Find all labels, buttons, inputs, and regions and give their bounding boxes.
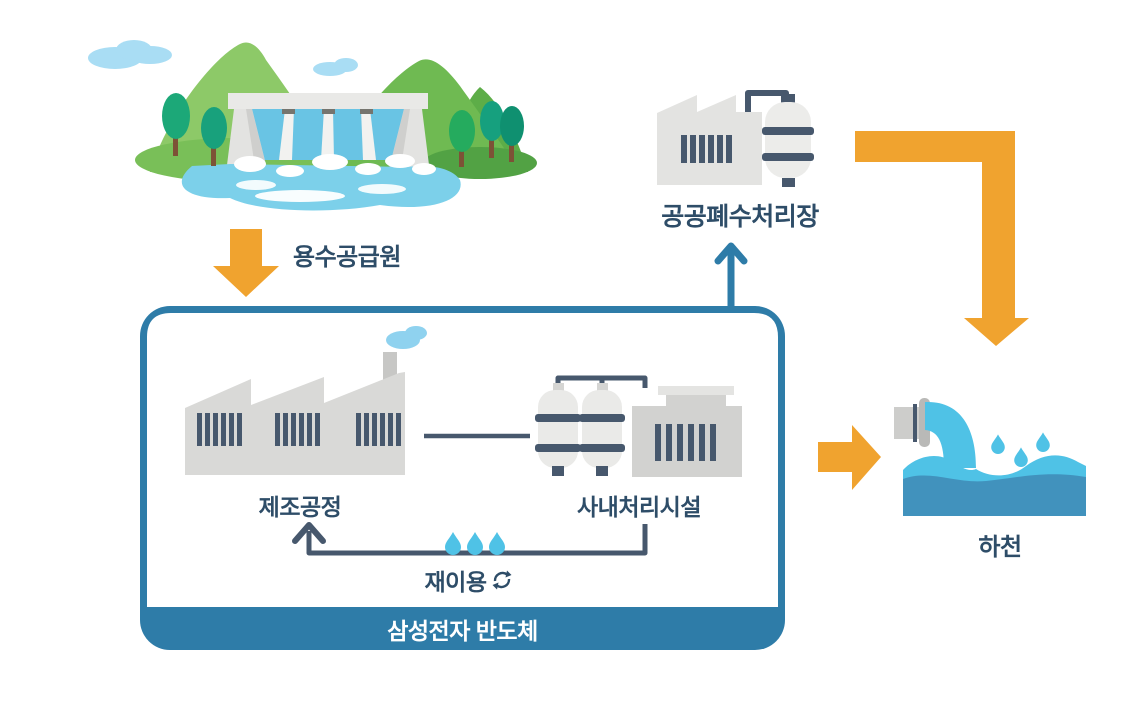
reuse-flow	[292, 522, 648, 556]
factory-icon	[185, 326, 427, 475]
cloud-icon	[88, 40, 358, 76]
recycle-icon	[492, 570, 512, 590]
samsung-box	[140, 306, 785, 650]
water-source-label: 용수공급원	[293, 244, 401, 271]
river-outfall-icon	[894, 398, 1086, 516]
foam	[234, 154, 436, 177]
right-arrow-icon	[818, 425, 881, 490]
wastewater-plant-icon	[657, 90, 814, 187]
up-arrow-icon	[714, 242, 748, 309]
plant-windows	[681, 135, 732, 163]
public-wastewater-plant-label: 공공폐수처리장	[661, 203, 819, 231]
grass-mound-right	[423, 147, 537, 179]
down-arrow-icon	[213, 229, 279, 297]
reuse-label-text: 재이용	[424, 569, 487, 595]
reuse-arrowhead	[292, 522, 326, 544]
treatment-windows	[655, 424, 716, 461]
splash-drops-icon	[991, 432, 1050, 467]
samsung-semiconductor-label: 삼성전자 반도체	[387, 618, 538, 644]
water-drops-icon	[445, 532, 505, 555]
river-label: 하천	[978, 534, 1022, 561]
reuse-label: 재이용	[402, 563, 537, 597]
manufacturing-process-label: 제조공정	[258, 494, 342, 520]
dam-water	[181, 164, 461, 211]
onsite-treatment-label: 사내처리시설	[577, 494, 701, 520]
factory-windows	[197, 413, 401, 446]
onsite-treatment-icon	[535, 375, 742, 477]
corner-arrow-icon	[855, 131, 1029, 346]
smoke-cloud-icon	[386, 326, 427, 349]
dam-illustration	[88, 40, 537, 211]
trees	[162, 93, 524, 167]
